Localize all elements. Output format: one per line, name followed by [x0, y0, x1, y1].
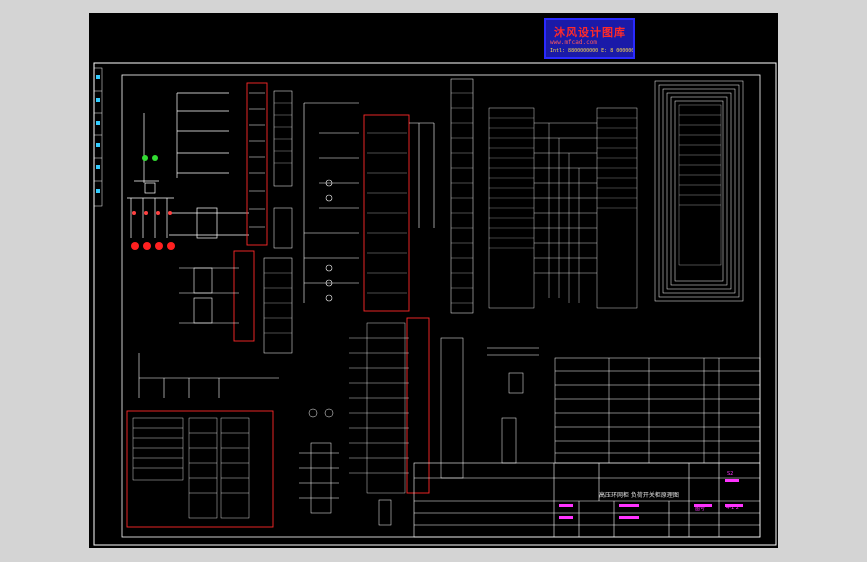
terminal-list-center [440, 78, 474, 479]
relay-contacts-left [249, 92, 265, 228]
connector-symbol [487, 347, 539, 464]
watermark-url: www.mfcad.com [550, 39, 597, 46]
rev-code: S2 [727, 471, 734, 477]
watermark-stamp: 沐风设计图库 www.mfcad.com Intl: 8800000000 E:… [544, 18, 635, 59]
terminal-strip-a [263, 90, 293, 354]
revision-table [554, 357, 761, 464]
ct-symbols [299, 408, 392, 526]
terminal-block-middle [349, 322, 409, 494]
schematic-drawing [93, 62, 777, 546]
left-margin-strip [93, 67, 103, 207]
feeder-one-line [127, 92, 249, 239]
magenta-marks [559, 479, 743, 519]
harness-rows [489, 117, 637, 249]
relay-panel-rows [367, 132, 407, 294]
wiring-harness [488, 107, 638, 309]
lower-left-circuit [138, 267, 279, 398]
bundle-table [678, 104, 722, 266]
red-highlight-boxes [126, 82, 430, 528]
drawing-title: 高压环网柜 负荷开关柜原理图 [599, 492, 679, 499]
outer-frame [93, 62, 777, 546]
indicator-lamps [131, 155, 175, 250]
drawing-no-label: 图号 [695, 506, 706, 512]
margin-tick-labels [96, 75, 100, 193]
strip-a-rows [264, 102, 292, 334]
watermark-contact: Intl: 8800000000 E: 8 000000 [550, 48, 635, 54]
relay-panel-middle [303, 102, 435, 303]
terminal-list-rows [451, 92, 473, 304]
cable-bundle-right [654, 80, 744, 302]
watermark-title: 沐风设计图库 [554, 26, 626, 39]
title-block [413, 462, 761, 538]
drawing-no-value: 4-1 2 [726, 505, 739, 511]
cad-viewport[interactable]: 沐风设计图库 www.mfcad.com Intl: 8800000000 E:… [89, 13, 778, 548]
wiring-table-left [132, 417, 250, 519]
